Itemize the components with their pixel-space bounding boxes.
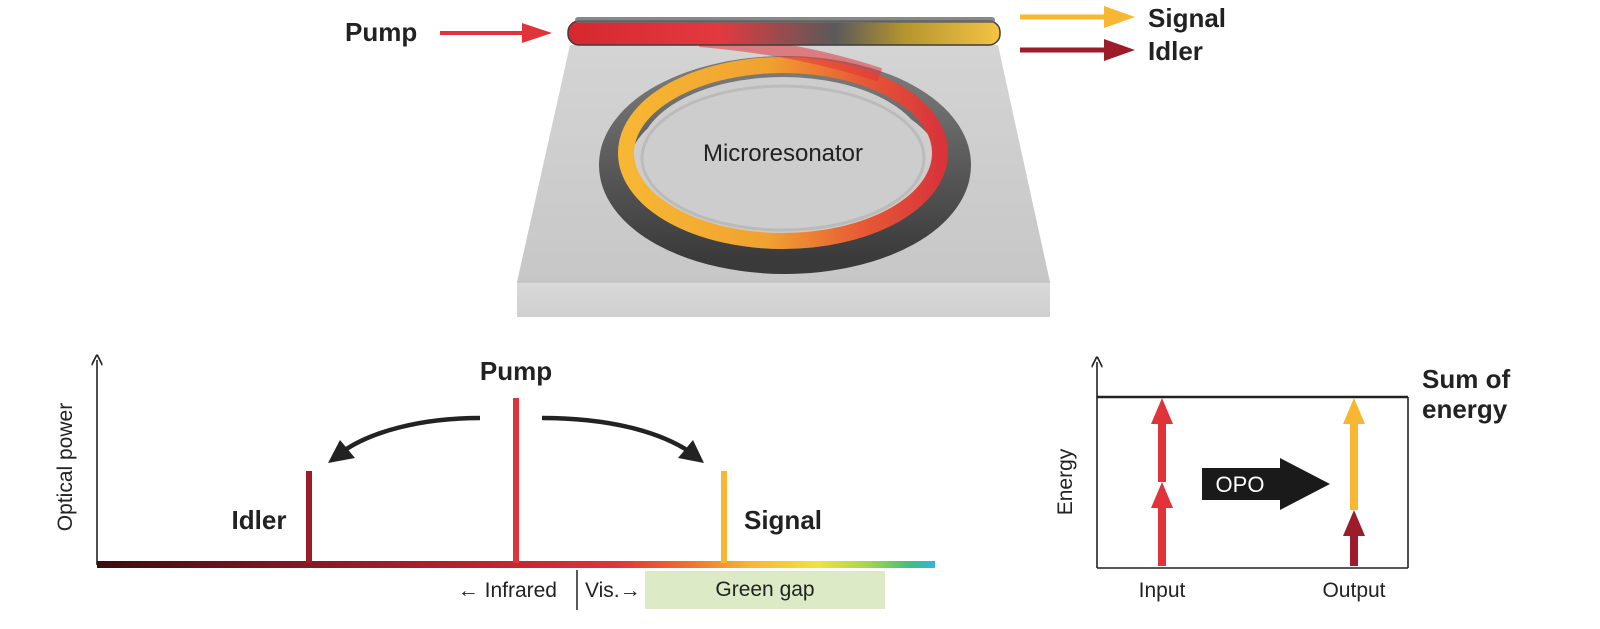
arrow-pump-to-idler-head [328,440,355,463]
sum-of-energy-label-line1: Sum of [1422,364,1510,394]
spectrum-idler-label: Idler [232,505,287,535]
infrared-label: ← Infrared [458,579,557,602]
microresonator-device: Microresonator [517,17,1050,317]
input-pump-photon-upper [1151,398,1173,482]
spectrum-y-axis-label: Optical power [54,403,77,531]
output-label: Output [1322,579,1385,602]
green-gap-label: Green gap [715,578,814,601]
energy-panel: Energy Sum of energy OPO Input Output [1054,362,1510,602]
pump-input-arrow [440,23,552,43]
arrow-pump-to-idler [340,415,481,454]
visible-label: Vis.→ [585,579,641,602]
substrate-front-face [517,282,1050,317]
input-label: Input [1139,579,1186,602]
opo-label: OPO [1216,472,1265,497]
arrow-pump-to-signal [541,415,692,454]
spectrum-pump-label: Pump [480,356,552,386]
signal-output-arrow [1020,6,1135,28]
spectrum-baseline [97,561,935,568]
spectrum-signal-label: Signal [744,505,822,535]
arrow-pump-to-signal-head [678,440,704,463]
output-signal-photon [1343,398,1365,510]
input-pump-photon-lower [1151,482,1173,566]
green-gap-region [645,571,885,609]
output-idler-photon [1343,510,1365,566]
top-pump-label: Pump [345,17,417,47]
ring-light-path [618,57,948,249]
microresonator-label: Microresonator [703,140,863,167]
ring-inner-area [640,77,926,229]
opo-arrow [1202,458,1330,510]
top-signal-label: Signal [1148,3,1226,33]
energy-y-axis-label: Energy [1054,448,1077,515]
bus-waveguide [567,20,1001,46]
idler-output-arrow [1020,39,1135,61]
spectrum-panel: Optical power Green gap ← Infrared Vis.→… [54,356,935,610]
sum-of-energy-label-line2: energy [1422,394,1508,424]
top-idler-label: Idler [1148,36,1203,66]
